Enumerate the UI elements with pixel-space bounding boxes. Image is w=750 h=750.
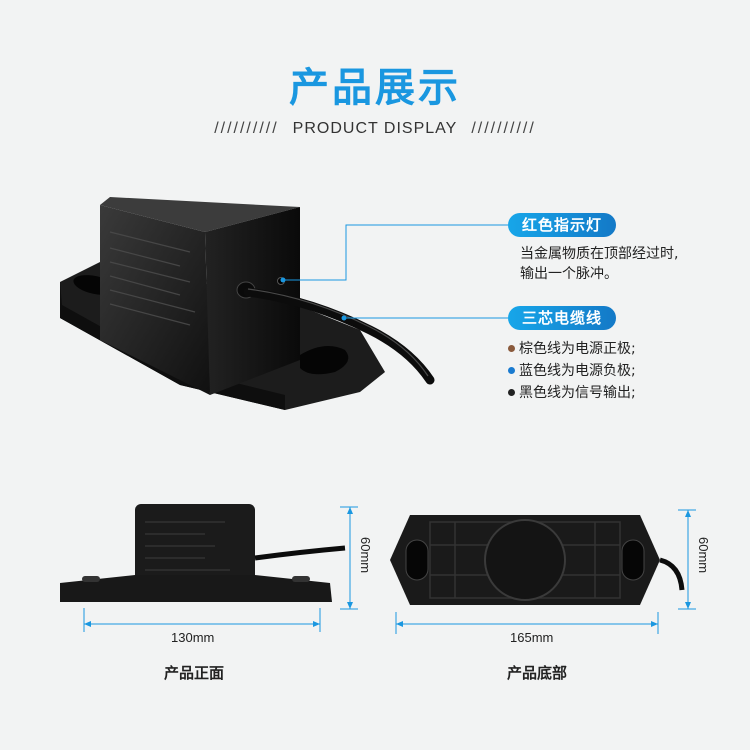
black-dot-icon xyxy=(508,388,515,396)
bottom-view-caption: 产品底部 xyxy=(507,664,568,682)
product-bottom-view xyxy=(390,515,685,605)
bottom-height-label: 60mm xyxy=(696,537,711,574)
wire-bullet-black: 黑色线为信号输出; xyxy=(508,383,636,403)
bottom-width-label: 165mm xyxy=(510,630,554,645)
wire-bullet-brown: 棕色线为电源正极; xyxy=(508,339,636,359)
subtitle-slashes-right: ////////// xyxy=(471,120,536,137)
front-width-dimension xyxy=(83,608,321,632)
front-height-label: 60mm xyxy=(358,537,373,574)
bottom-height-dimension xyxy=(678,509,696,610)
callout-desc-led: 当金属物质在顶部经过时, 输出一个脉冲。 xyxy=(520,244,678,284)
wire-bullet-blue: 蓝色线为电源负极; xyxy=(508,361,636,381)
front-view-caption: 产品正面 xyxy=(164,664,225,682)
blue-dot-icon xyxy=(508,366,515,374)
subtitle-text: PRODUCT DISPLAY xyxy=(292,120,458,137)
callout-tag-cable: 三芯电缆线 xyxy=(508,306,617,330)
page-subtitle: ////////// PRODUCT DISPLAY ////////// xyxy=(0,120,750,138)
callout-tag-led: 红色指示灯 xyxy=(508,213,617,237)
callout-leader-led xyxy=(280,224,508,283)
wire-bullet-text: 蓝色线为电源负极; xyxy=(519,363,636,379)
bottom-width-dimension xyxy=(395,612,659,634)
product-main-image xyxy=(60,197,435,410)
wire-bullet-text: 黑色线为信号输出; xyxy=(519,385,636,401)
wire-bullet-text: 棕色线为电源正极; xyxy=(519,341,636,357)
page-title: 产品展示 xyxy=(289,65,461,111)
product-front-view xyxy=(60,504,346,602)
front-height-dimension xyxy=(340,506,358,610)
callout-desc-line: 当金属物质在顶部经过时, xyxy=(520,246,679,262)
callout-desc-line: 输出一个脉冲。 xyxy=(520,266,618,282)
front-width-label: 130mm xyxy=(171,630,215,645)
brown-dot-icon xyxy=(508,344,515,352)
subtitle-slashes-left: ////////// xyxy=(214,120,279,137)
callout-leader-cable xyxy=(341,315,508,321)
